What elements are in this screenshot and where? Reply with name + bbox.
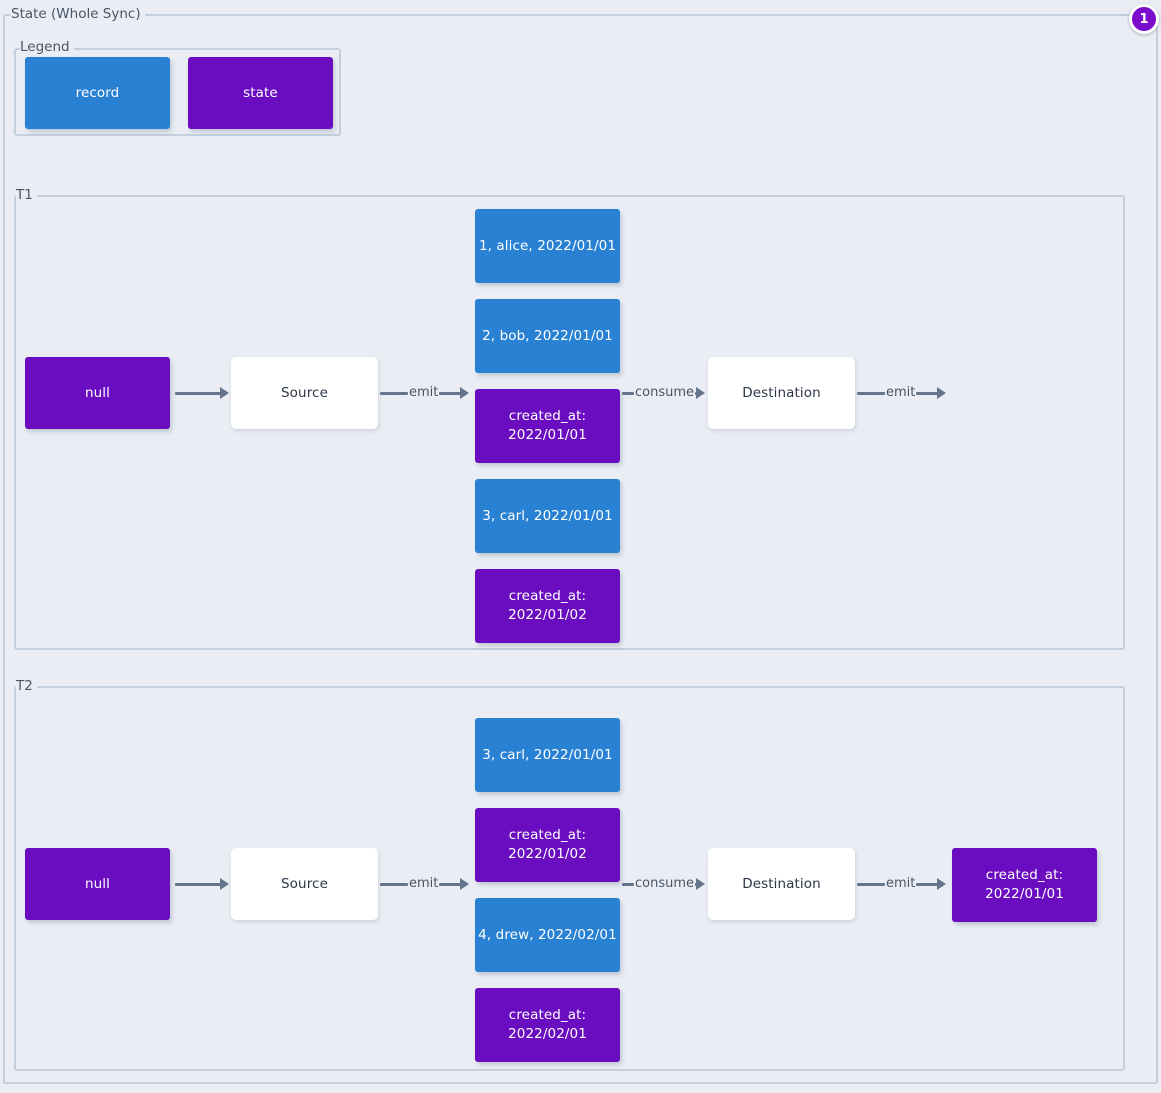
page-title: State (Whole Sync)	[11, 6, 145, 22]
t1-stream-item-3: 3, carl, 2022/01/01	[475, 479, 620, 553]
legend-swatch-state: state	[188, 57, 333, 129]
t1-source-node: Source	[231, 357, 378, 429]
legend-title: Legend	[20, 39, 74, 55]
t1-initial-state-node: null	[25, 357, 170, 429]
t1-destination-node: Destination	[708, 357, 855, 429]
status-badge-count: 1	[1139, 11, 1149, 27]
legend-swatch-record: record	[25, 57, 170, 129]
t1-stream-item-2: created_at: 2022/01/01	[475, 389, 620, 463]
t2-initial-state-node: null	[25, 848, 170, 920]
group-t1-title: T1	[16, 187, 37, 203]
t2-stream-item-0: 3, carl, 2022/01/01	[475, 718, 620, 792]
t1-stream-item-0: 1, alice, 2022/01/01	[475, 209, 620, 283]
status-badge[interactable]: 1	[1129, 4, 1159, 34]
legend-label-state: state	[243, 84, 278, 101]
t1-stream-item-4: created_at: 2022/01/02	[475, 569, 620, 643]
legend-label-record: record	[75, 84, 120, 101]
group-t2-title: T2	[16, 678, 37, 694]
t1-stream-item-1: 2, bob, 2022/01/01	[475, 299, 620, 373]
t2-stream-item-3: created_at: 2022/02/01	[475, 988, 620, 1062]
t2-stream-item-2: 4, drew, 2022/02/01	[475, 898, 620, 972]
t2-destination-node: Destination	[708, 848, 855, 920]
t2-final-state-node: created_at: 2022/01/01	[952, 848, 1097, 922]
t2-stream-item-1: created_at: 2022/01/02	[475, 808, 620, 882]
t2-source-node: Source	[231, 848, 378, 920]
